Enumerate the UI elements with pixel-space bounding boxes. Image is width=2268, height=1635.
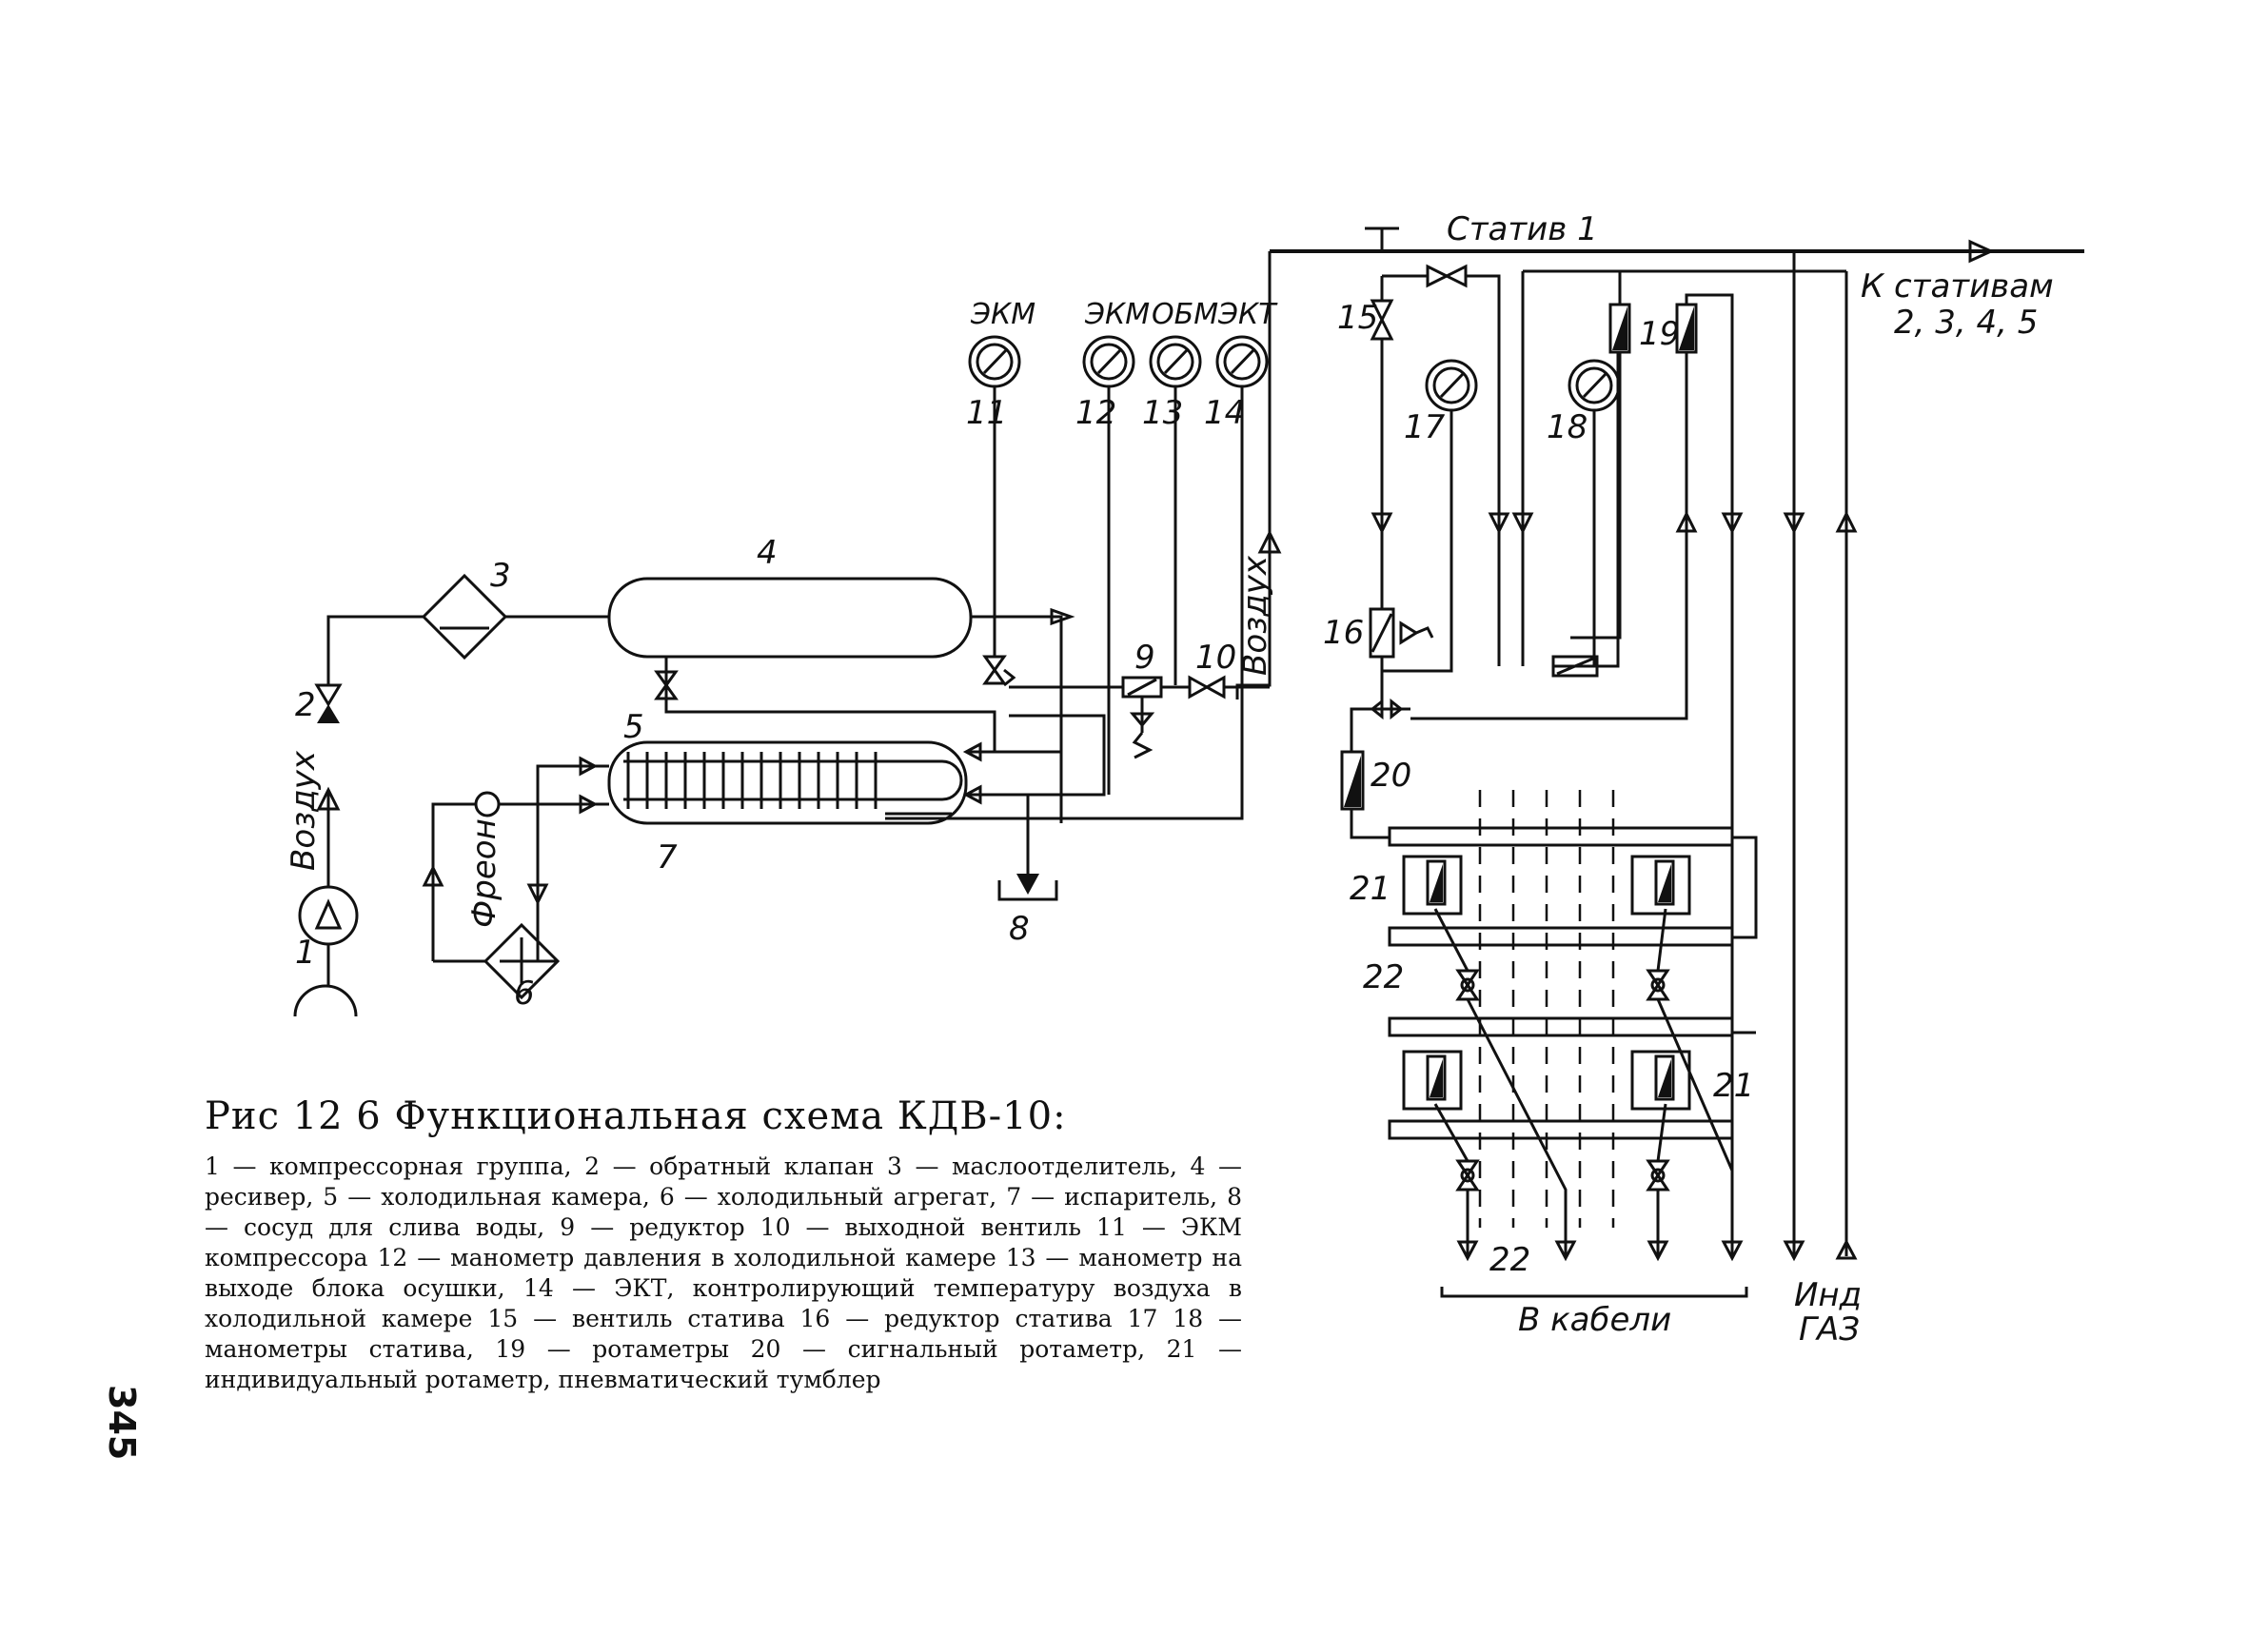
num-22-lower: 22 [1489, 1241, 1530, 1279]
oil-separator [421, 573, 609, 660]
num-17: 17 [1404, 408, 1446, 446]
caption-title: Рис 12 6 Функциональная схема КДВ-10: [205, 1094, 1067, 1138]
compressor-group [293, 615, 424, 1017]
figure-caption: Рис 12 6 Функциональная схема КДВ-10: 1 … [205, 1094, 1242, 1395]
output-valve-10 [1161, 529, 1282, 699]
label-stativ: Статив 1 [1447, 210, 1598, 248]
dashed-cable-lines [1478, 790, 1615, 1228]
rotameters-19 [1410, 251, 1858, 1256]
gauge-ekt-14 [885, 335, 1269, 820]
num-13: 13 [1142, 394, 1183, 432]
signal-rotameter-20 [1340, 698, 1410, 839]
label-ind: Инд [1794, 1276, 1862, 1314]
caption-legend: 1 — компрессорная группа, 2 — обратный к… [205, 1152, 1242, 1393]
rotameter-panel-upper [1388, 826, 1758, 947]
drain-vessel [997, 874, 1058, 901]
label-ekt-14: ЭКТ [1217, 298, 1278, 331]
refrigeration-unit [422, 756, 609, 1000]
num-21-lower: 21 [1713, 1067, 1754, 1105]
num-2: 2 [295, 686, 316, 724]
receiver [607, 577, 1075, 795]
toggle-valves-22-lower [1433, 1103, 1858, 1262]
gauge-obm-13 [1149, 335, 1202, 685]
num-11: 11 [966, 394, 1007, 432]
num-5: 5 [623, 708, 644, 746]
label-k-stativam: К стативам [1861, 267, 2054, 305]
label-vozdukh-right: Воздух [1236, 555, 1274, 676]
num-4: 4 [757, 534, 778, 572]
num-10: 10 [1195, 639, 1236, 677]
num-1: 1 [295, 934, 316, 972]
rotameter-panel-lower [1388, 1016, 1756, 1140]
cold-chamber [607, 714, 1106, 874]
num-9: 9 [1134, 639, 1155, 677]
num-14: 14 [1204, 394, 1245, 432]
label-v-kabeli: В кабели [1518, 1301, 1671, 1339]
label-ekm-11: ЭКМ [970, 298, 1035, 331]
main-supply-line [1235, 227, 2084, 699]
num-7: 7 [657, 838, 678, 877]
num-8: 8 [1009, 910, 1030, 948]
num-19: 19 [1639, 315, 1680, 353]
num-3: 3 [490, 557, 511, 595]
toggle-valves-22-upper [1433, 908, 1734, 1256]
reducer-9 [1009, 676, 1163, 759]
num-16: 16 [1323, 614, 1364, 652]
gauge-ekm-12 [1082, 335, 1135, 795]
label-vozdukh-left: Воздух [285, 750, 323, 871]
stand-reducer-16 [1369, 607, 1434, 709]
num-12: 12 [1075, 394, 1116, 432]
stand-valve-15 [1370, 264, 1501, 666]
stand-gauge-17 [1382, 359, 1478, 673]
label-freon: Фреон [465, 818, 503, 928]
page-number: 345 [101, 1385, 143, 1461]
num-18: 18 [1547, 408, 1588, 446]
num-21-upper: 21 [1350, 870, 1390, 908]
cable-bracket [1440, 1287, 1748, 1298]
num-15: 15 [1337, 299, 1378, 337]
label-gaz: ГАЗ [1799, 1310, 1860, 1349]
stand-gauge-18 [1488, 271, 1621, 678]
label-k-stativam-numbers: 2, 3, 4, 5 [1894, 304, 2038, 342]
gauge-ekm-11 [968, 335, 1021, 617]
num-6: 6 [514, 975, 535, 1013]
num-20: 20 [1371, 757, 1411, 795]
label-obm-13: ОБМ [1152, 298, 1218, 331]
num-22-upper: 22 [1363, 958, 1404, 996]
label-ekm-12: ЭКМ [1084, 298, 1150, 331]
